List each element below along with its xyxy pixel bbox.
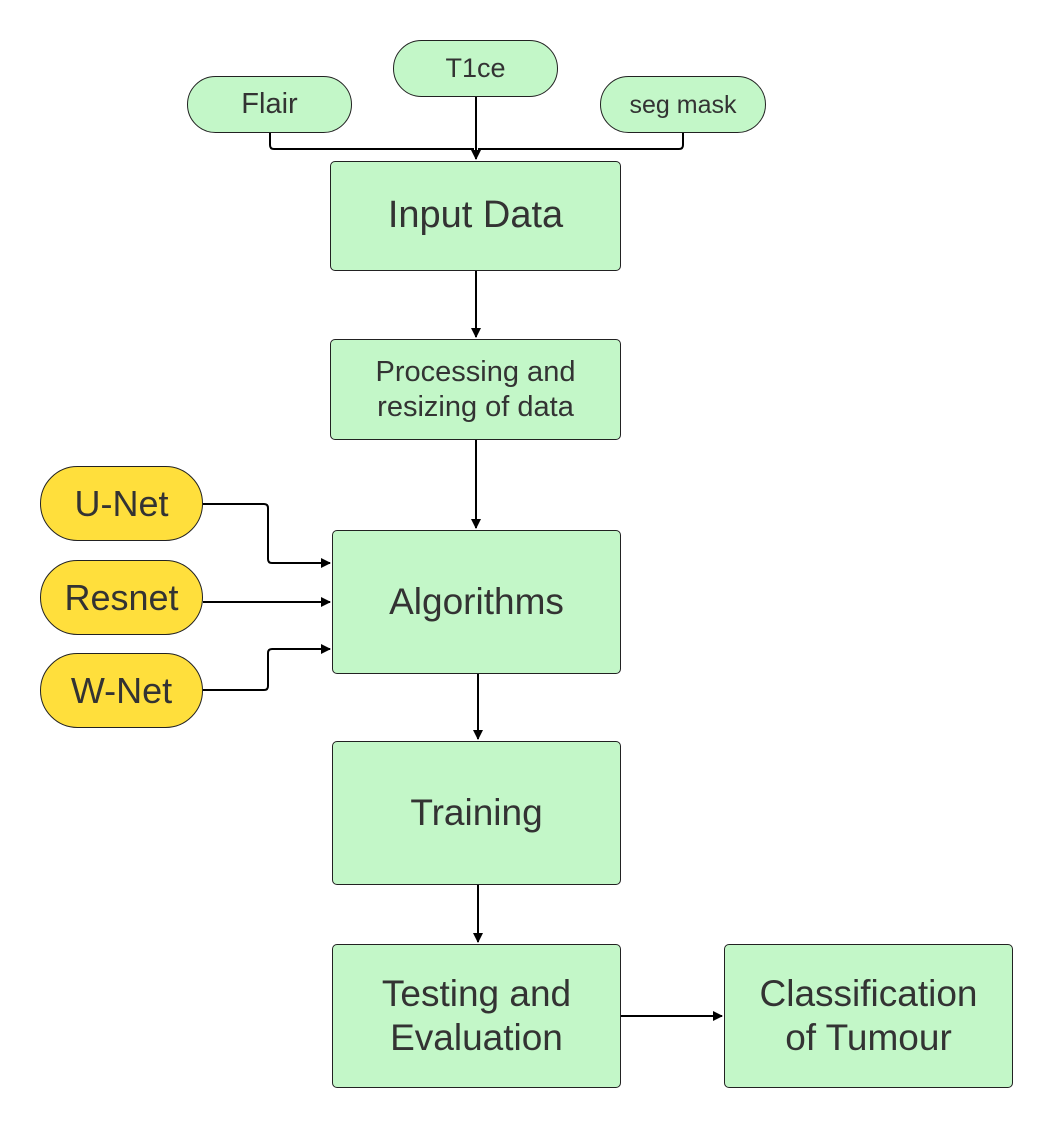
input-node-flair: Flair	[187, 76, 352, 133]
step-input-data-label: Input Data	[387, 194, 564, 237]
step-input-data: Input Data	[330, 161, 621, 271]
connector-wnet-to-algorithms	[203, 644, 331, 691]
step-algorithms: Algorithms	[332, 530, 621, 674]
step-testing-evaluation: Testing and Evaluation	[332, 944, 621, 1088]
connector-unet-to-algorithms	[203, 503, 331, 568]
input-node-t1ce: T1ce	[393, 40, 558, 97]
model-node-resnet: Resnet	[40, 560, 203, 635]
connector-seg-mask-to-input	[478, 133, 684, 150]
step-classification-label: Classification of Tumour	[759, 972, 978, 1058]
model-node-unet-label: U-Net	[74, 482, 169, 524]
step-testing-evaluation-label: Testing and Evaluation	[381, 972, 572, 1058]
step-processing: Processing and resizing of data	[330, 339, 621, 440]
step-processing-label: Processing and resizing of data	[375, 355, 576, 423]
input-node-t1ce-label: T1ce	[445, 53, 506, 84]
input-node-seg-mask: seg mask	[600, 76, 766, 133]
step-classification: Classification of Tumour	[724, 944, 1013, 1088]
model-node-wnet: W-Net	[40, 653, 203, 728]
model-node-resnet-label: Resnet	[64, 576, 179, 618]
input-node-flair-label: Flair	[241, 88, 298, 121]
model-node-unet: U-Net	[40, 466, 203, 541]
step-training-label: Training	[410, 791, 543, 833]
step-training: Training	[332, 741, 621, 885]
input-node-seg-mask-label: seg mask	[629, 90, 737, 119]
model-node-wnet-label: W-Net	[70, 669, 173, 711]
connector-flair-to-input	[269, 133, 474, 150]
step-algorithms-label: Algorithms	[389, 580, 564, 622]
